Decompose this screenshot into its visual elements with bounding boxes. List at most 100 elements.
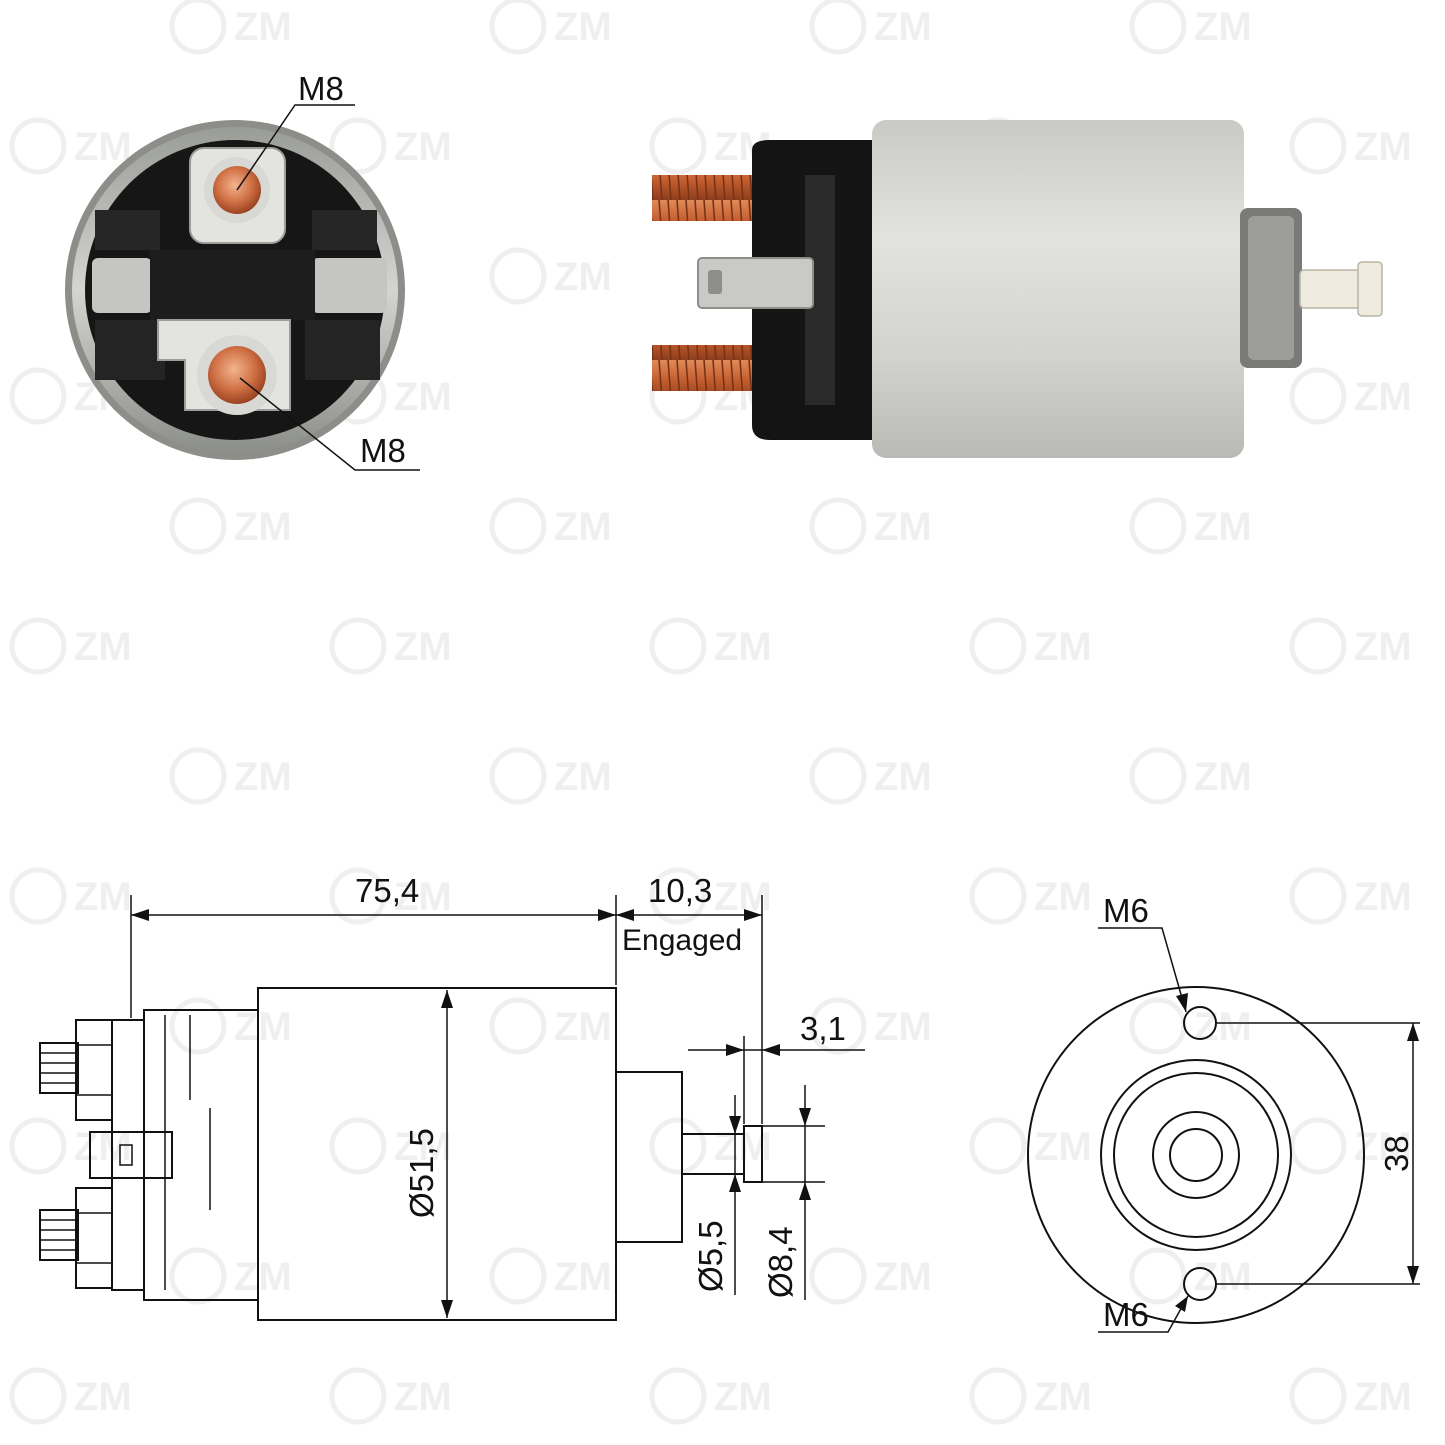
zm-logo-icon [809,497,867,555]
zm-logo-icon [169,497,227,555]
zm-logo-icon [809,747,867,805]
stud-lower-thread [652,345,756,391]
draw-spade [89,1131,173,1179]
zm-logo-icon [329,117,387,175]
zm-logo-icon [9,867,67,925]
watermark-brand: ZM [874,1255,932,1299]
draw-end-plunger-bore [1169,1128,1223,1182]
watermark-brand: ZM [1194,505,1252,549]
watermark-brand: ZM [874,755,932,799]
zm-logo-icon [9,117,67,175]
watermark-mark: ZM [9,867,132,925]
stud-bottom-copper [208,346,266,404]
zm-logo-icon [649,617,707,675]
watermark-mark: ZM [169,997,292,1055]
watermark-brand: ZM [1034,1375,1092,1419]
watermark-brand: ZM [554,1255,612,1299]
watermark-mark: ZM [329,1117,452,1175]
watermark-brand: ZM [554,755,612,799]
leader-m8-top [236,104,355,191]
draw-boss [615,1071,683,1243]
dim-length: 75,4 [355,872,419,909]
watermark-mark: ZM [1129,997,1252,1055]
zm-logo-icon [1289,867,1347,925]
watermark-brand: ZM [234,1005,292,1049]
watermark-brand: ZM [1194,1005,1252,1049]
zm-logo-icon [1129,1247,1187,1305]
zm-logo-icon [169,747,227,805]
draw-end-boss-inner [1113,1072,1279,1238]
zm-logo-icon [489,0,547,55]
side-housing [872,120,1244,458]
draw-stud-bottom [39,1209,79,1261]
watermark-brand: ZM [234,5,292,49]
watermark-brand: ZM [554,255,612,299]
watermark-mark: ZM [649,1117,772,1175]
strap-right [312,258,387,313]
zm-logo-icon [1289,367,1347,425]
watermark-mark: ZM [1129,0,1252,55]
watermark-brand: ZM [1354,125,1412,169]
watermark-brand: ZM [394,1375,452,1419]
zm-logo-icon [649,117,707,175]
zm-logo-icon [9,1367,67,1425]
watermark-brand: ZM [394,1125,452,1169]
watermark-mark: ZM [329,617,452,675]
label-m6-bottom: M6 [1103,1296,1149,1333]
draw-plunger-head [743,1125,763,1183]
zm-logo-icon [969,867,1027,925]
watermark-mark: ZM [329,867,452,925]
watermark-mark: ZM [489,747,612,805]
leader-m6-top [1098,927,1187,1013]
watermark-brand: ZM [74,125,132,169]
zm-logo-icon [1289,1117,1347,1175]
side-plunger [1299,269,1361,309]
draw-end-plunger [1152,1111,1240,1199]
watermark-brand: ZM [714,875,772,919]
watermark-mark: ZM [1129,747,1252,805]
zm-logo-icon [329,1117,387,1175]
zm-logo-icon [969,1117,1027,1175]
dim-tip: 3,1 [800,1010,846,1047]
watermark-brand: ZM [714,1125,772,1169]
watermark-brand: ZM [74,625,132,669]
zm-logo-icon [169,0,227,55]
watermark-mark: ZM [809,1247,932,1305]
watermark-brand: ZM [1354,1375,1412,1419]
watermark-brand: ZM [234,1255,292,1299]
watermark-brand: ZM [874,5,932,49]
zm-logo-icon [649,1367,707,1425]
watermark-brand: ZM [1194,1255,1252,1299]
watermark-brand: ZM [1354,625,1412,669]
zm-logo-icon [809,1247,867,1305]
draw-end-outline [1027,986,1365,1324]
watermark-mark: ZM [9,617,132,675]
dim-stroke-note: Engaged [622,924,742,957]
strap-left [92,258,152,313]
dim-stroke: 10,3 [648,872,712,909]
watermark-mark: ZM [969,617,1092,675]
watermark-mark: ZM [1289,617,1412,675]
spade-terminal [697,257,814,309]
watermark-mark: ZM [1289,367,1412,425]
zm-logo-icon [1129,997,1187,1055]
label-m8-bottom: M8 [360,432,406,469]
watermark-mark: ZM [489,497,612,555]
watermark-mark: ZM [329,1367,452,1425]
zm-logo-icon [969,1367,1027,1425]
watermark-brand: ZM [714,625,772,669]
watermark-mark: ZM [969,1117,1092,1175]
watermark-mark: ZM [169,747,292,805]
watermark-mark: ZM [1289,1367,1412,1425]
photo-end-view: M8 M8 [65,70,420,471]
dim-shaft-diameter: Ø5,5 [692,1220,729,1292]
watermark-mark: ZM [169,0,292,55]
zm-logo-icon [169,997,227,1055]
watermark-mark: ZM [649,1367,772,1425]
watermark-brand: ZM [74,1375,132,1419]
watermark-brand: ZM [1194,755,1252,799]
watermark-mark: ZM [489,247,612,305]
zm-logo-icon [489,747,547,805]
watermark-brand: ZM [394,375,452,419]
